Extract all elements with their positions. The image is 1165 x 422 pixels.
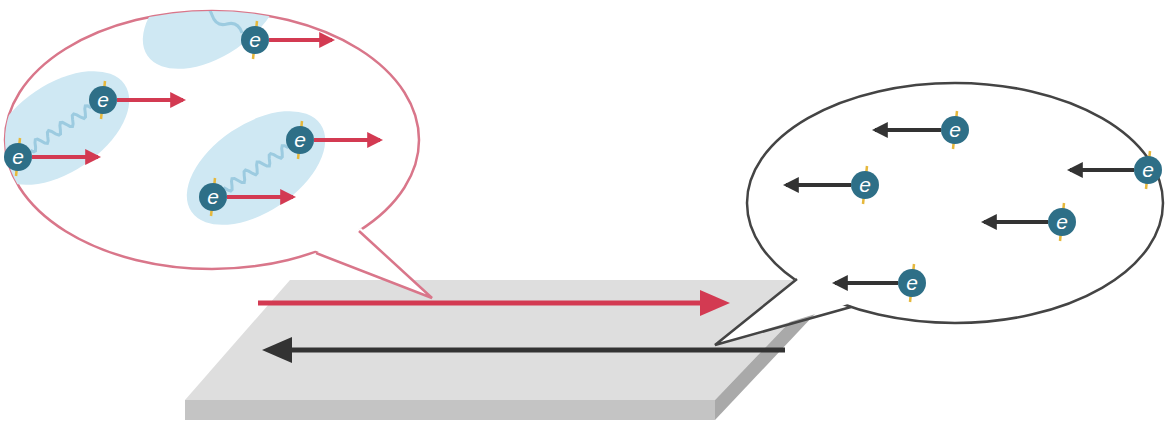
electron-circle: e <box>898 269 926 297</box>
pair-wave <box>167 0 242 33</box>
pair-cloud <box>0 48 149 208</box>
electron-circle: e <box>4 143 32 171</box>
velocity-arrow <box>1070 168 1134 172</box>
electron-circle: e <box>241 26 269 54</box>
electron-label: e <box>294 129 306 150</box>
electron-label: e <box>1056 211 1068 232</box>
velocity-arrow <box>269 38 332 42</box>
electron-label: e <box>249 29 261 50</box>
electron-circle: e <box>1048 208 1076 236</box>
velocity-arrow <box>984 220 1048 224</box>
pair-wave <box>224 146 289 191</box>
velocity-arrow <box>786 183 851 187</box>
electron-circle: e <box>941 116 969 144</box>
callout-tail-fill <box>715 276 848 345</box>
electron-circle: e <box>1134 156 1162 184</box>
arrow-head <box>700 290 730 316</box>
electron-label: e <box>949 119 961 140</box>
electron-circle: e <box>89 86 117 114</box>
slab-front <box>185 400 715 420</box>
callout-tail-fill <box>314 228 432 298</box>
velocity-arrow <box>875 128 941 132</box>
electron-label: e <box>906 272 918 293</box>
left-current-arrow <box>287 348 785 353</box>
electron-circle: e <box>851 171 879 199</box>
spin-ticks <box>16 21 1150 302</box>
electron-label: e <box>1142 159 1154 180</box>
velocity-arrow <box>227 195 293 199</box>
velocity-arrow <box>835 281 898 285</box>
pair-wave <box>30 106 91 152</box>
right-current-arrow <box>258 301 705 306</box>
velocity-arrow <box>314 138 380 142</box>
callout-tail <box>316 231 432 298</box>
electron-label: e <box>859 174 871 195</box>
electron-circle: e <box>199 183 227 211</box>
callout-tail <box>715 279 851 345</box>
pair-cloud <box>123 0 302 92</box>
electron-circle: e <box>286 126 314 154</box>
electron-label: e <box>207 186 219 207</box>
velocity-arrow <box>117 98 183 102</box>
electron-label: e <box>12 146 24 167</box>
pair-cloud <box>167 88 346 248</box>
arrow-head <box>262 337 292 363</box>
electron-label: e <box>97 89 109 110</box>
velocity-arrow <box>32 155 98 159</box>
